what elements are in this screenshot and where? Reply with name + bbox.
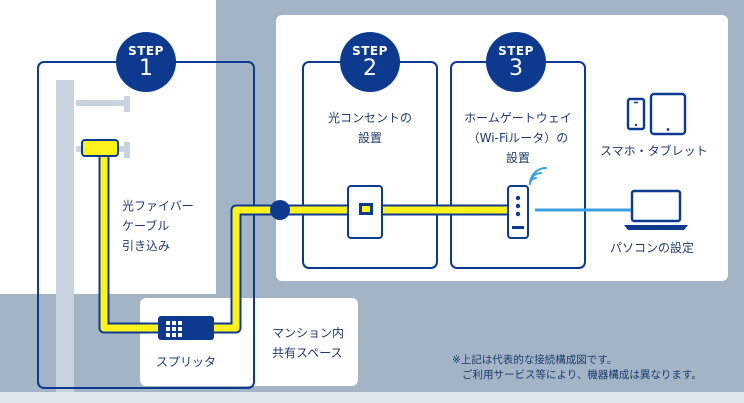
fiber-cable-label: 光ファイバー ケーブル 引き込み <box>122 199 194 253</box>
step2-word: STEP <box>352 44 388 58</box>
note-line1: ※上記は代表的な接続構成図です。 <box>452 354 618 366</box>
step2-number: 2 <box>363 56 377 81</box>
junction-node <box>270 200 290 220</box>
smartphone-icon <box>626 97 646 131</box>
step1-number: 1 <box>139 56 153 81</box>
ground-line <box>0 392 744 403</box>
wifi-icon <box>529 167 547 185</box>
laptop-icon <box>624 189 688 230</box>
step3-badge: STEP 3 <box>486 32 546 92</box>
gateway-label: ホームゲートウェイ （Wi-Fiルータ）の 設置 <box>464 111 572 165</box>
splitter-label: スプリッタ <box>156 355 217 369</box>
outlet-label: 光コンセントの 設置 <box>327 111 412 145</box>
shared-space-label: マンション内 共有スペース <box>272 326 345 360</box>
step2-badge: STEP 2 <box>340 32 400 92</box>
step1-word: STEP <box>128 44 164 58</box>
step3-word: STEP <box>498 44 534 58</box>
pc-setup-label: パソコンの設定 <box>610 241 695 255</box>
fiber-terminal <box>81 139 119 157</box>
tablet-icon <box>649 92 687 136</box>
note-panel <box>448 350 734 392</box>
smartphone-tablet-label: スマホ・タブレット <box>600 144 708 158</box>
step3-number: 3 <box>509 56 523 81</box>
router-icon <box>507 185 529 239</box>
step1-badge: STEP 1 <box>116 32 176 92</box>
splitter-icon <box>158 316 214 340</box>
note-line2: ご利用サービス等により、機器構成は異なります。 <box>462 369 702 381</box>
outlet-icon <box>347 185 383 239</box>
